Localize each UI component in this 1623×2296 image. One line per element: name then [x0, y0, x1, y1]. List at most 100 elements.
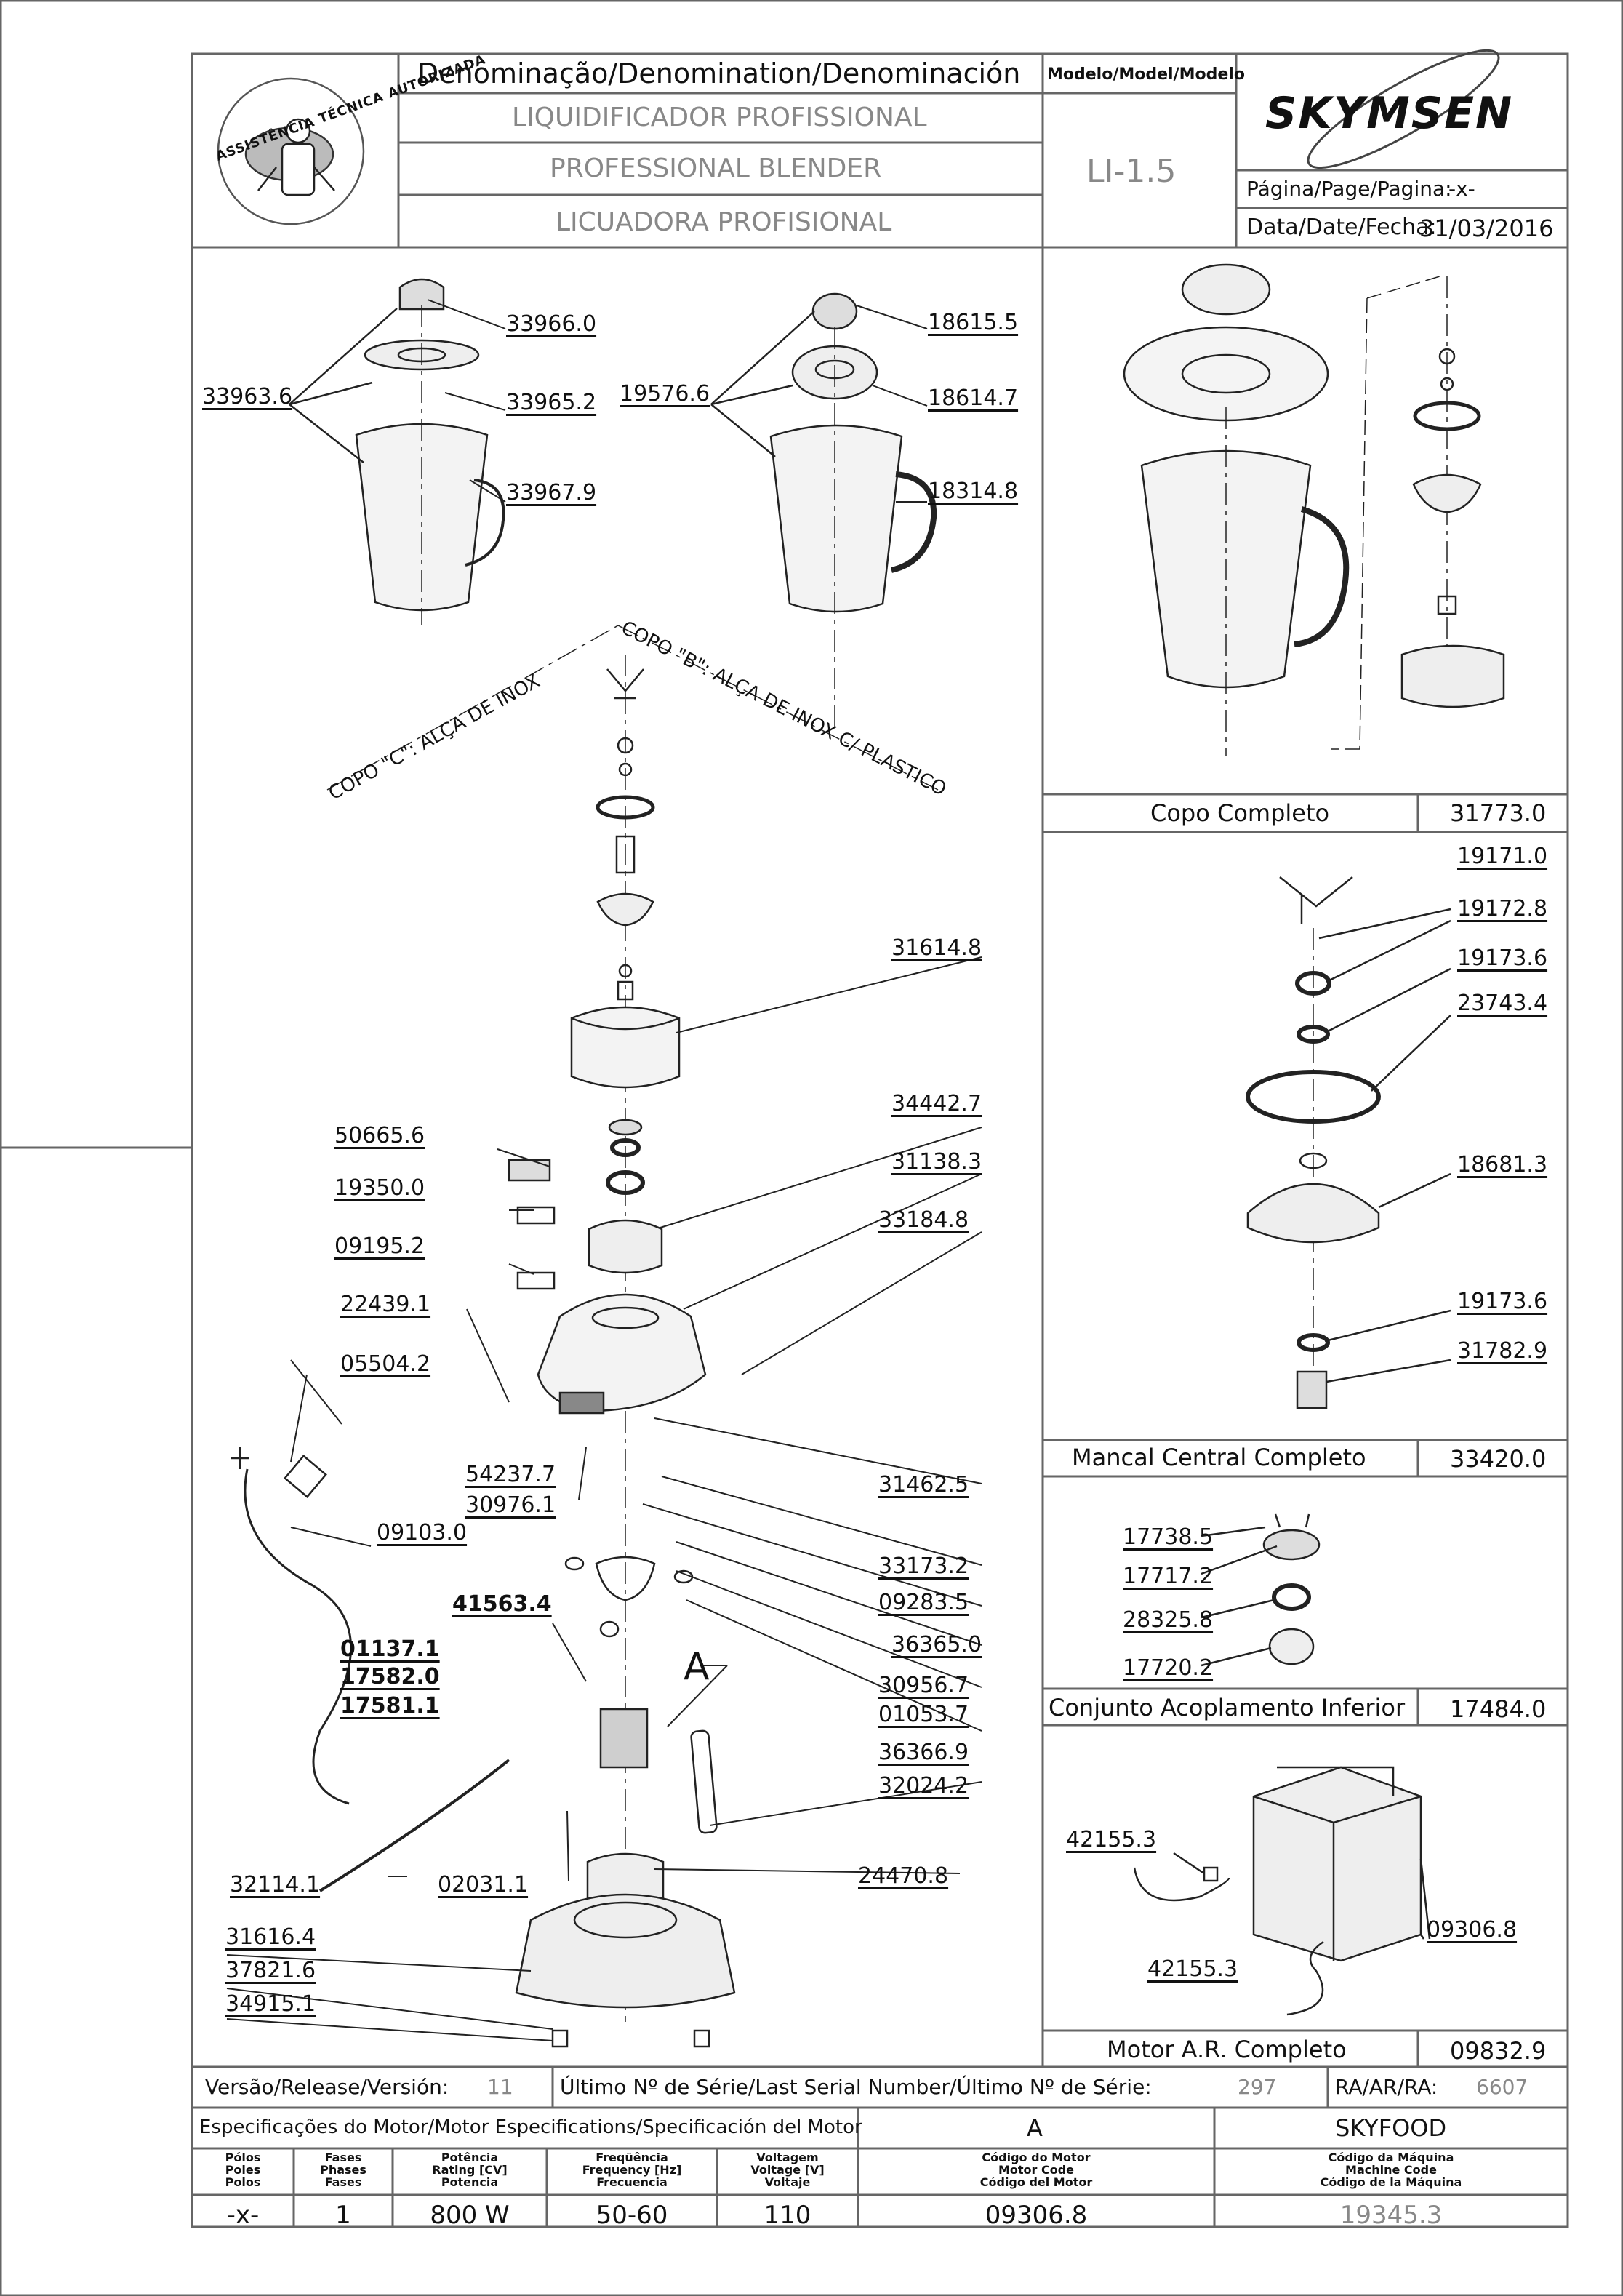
spec-value-voltage: 110	[764, 2201, 812, 2230]
spec-col-motor-code: Código do Motor Motor Code Código del Mo…	[858, 2151, 1214, 2188]
cup-complete-drawing	[1123, 263, 1505, 756]
page-label: Página/Page/Pagina:	[1246, 177, 1452, 201]
spec-col-rating: Potência Rating [CV] Potencia	[393, 2151, 547, 2188]
part-label: 31138.3	[891, 1149, 982, 1175]
cup-complete-name: Copo Completo	[1150, 799, 1330, 827]
part-label: 17717.2	[1123, 1564, 1214, 1589]
part-label: 31616.4	[225, 1924, 316, 1950]
spec-header: Fases	[324, 2151, 362, 2164]
serial-value: 297	[1238, 2075, 1277, 2099]
spec-col-voltage: Voltagem Voltage [V] Voltaje	[717, 2151, 858, 2188]
product-name-en: PROFESSIONAL BLENDER	[550, 153, 882, 183]
bearing-name: Mancal Central Completo	[1072, 1444, 1366, 1471]
part-label: 19350.0	[334, 1175, 425, 1201]
model-value: LI-1.5	[1086, 153, 1177, 190]
coupling-code: 17484.0	[1450, 1695, 1547, 1723]
part-label: 31782.9	[1457, 1338, 1548, 1364]
part-label: 18314.8	[928, 479, 1019, 504]
spec-value-motor-code: 09306.8	[985, 2201, 1088, 2230]
serial-label: Último Nº de Série/Last Serial Number/Úl…	[560, 2075, 1152, 2099]
part-label: 19173.6	[1457, 1289, 1548, 1314]
spec-header: Freqüência	[596, 2151, 668, 2164]
spec-header: Código de la Máquina	[1320, 2175, 1462, 2189]
page-value: -x-	[1448, 177, 1475, 201]
spec-header: Código del Motor	[979, 2175, 1093, 2189]
part-label: 09306.8	[1427, 1917, 1518, 1943]
part-label: 19576.6	[620, 381, 710, 407]
coupling-drawing	[1201, 1513, 1321, 1667]
date-label: Data/Date/Fecha:	[1246, 215, 1437, 240]
part-label: 01137.1	[340, 1636, 440, 1662]
spec-value-phases: 1	[335, 2201, 351, 2230]
part-label: 01053.7	[878, 1702, 969, 1727]
part-label: 34915.1	[225, 1991, 316, 2017]
part-label: 30976.1	[465, 1492, 556, 1518]
product-name-pt: LIQUIDIFICADOR PROFISSIONAL	[512, 103, 927, 132]
part-label: 33966.0	[506, 311, 597, 337]
part-label: 19172.8	[1457, 896, 1548, 921]
motor-name: Motor A.R. Completo	[1107, 2036, 1347, 2063]
part-label: 22439.1	[340, 1292, 431, 1317]
detail-a-marker: A	[684, 1645, 710, 1689]
spec-header: Potência	[441, 2151, 499, 2164]
spec-header: Phases	[320, 2163, 366, 2177]
part-label: 36365.0	[891, 1632, 982, 1657]
part-label: 34442.7	[891, 1091, 982, 1116]
brand-swoosh	[1307, 49, 1500, 169]
motor-drawing	[1133, 1766, 1431, 2016]
product-name-es: LICUADORA PROFISIONAL	[556, 207, 892, 237]
part-label: 33967.9	[506, 480, 597, 505]
bearing-code: 33420.0	[1450, 1445, 1547, 1473]
part-label: 31462.5	[878, 1472, 969, 1497]
spec-header: Frequency [Hz]	[582, 2163, 682, 2177]
part-label: 09103.0	[377, 1520, 468, 1545]
part-label: 42155.3	[1147, 1956, 1238, 1982]
part-label: 54237.7	[465, 1462, 556, 1487]
part-label: 33184.8	[878, 1207, 969, 1233]
cup-b-drawing	[710, 292, 937, 727]
spec-header: Poles	[225, 2163, 261, 2177]
spec-col-poles: Pólos Poles Polos	[192, 2151, 294, 2188]
machine-name: SKYFOOD	[1335, 2114, 1447, 2142]
cup-c-drawing	[289, 278, 505, 625]
part-label: 37821.6	[225, 1958, 316, 1983]
coupling-name: Conjunto Acoplamento Inferior	[1049, 1694, 1406, 1721]
version-label: Versão/Release/Versión:	[205, 2075, 449, 2099]
part-label: 19173.6	[1457, 945, 1548, 971]
ra-label: RA/AR/RA:	[1335, 2075, 1438, 2099]
spec-header: Machine Code	[1345, 2163, 1437, 2177]
part-label: 19171.0	[1457, 844, 1548, 869]
spec-col-frequency: Freqüência Frequency [Hz] Frecuencia	[547, 2151, 717, 2188]
spec-value-frequency: 50-60	[596, 2201, 668, 2230]
part-label: 31614.8	[891, 935, 982, 961]
model-title: Modelo/Model/Modelo	[1047, 65, 1245, 84]
part-label: 30956.7	[878, 1673, 969, 1698]
spec-header: Voltagem	[756, 2151, 819, 2164]
spec-header: Voltage [V]	[750, 2163, 825, 2177]
denomination-title: Denominação/Denomination/Denominación	[417, 57, 1021, 89]
spec-header: Potencia	[441, 2175, 499, 2189]
part-label: 17582.0	[340, 1664, 440, 1689]
ra-value: 6607	[1476, 2075, 1528, 2099]
part-label: 17581.1	[340, 1693, 440, 1719]
part-label: 09283.5	[878, 1590, 969, 1615]
part-label: 09195.2	[334, 1233, 425, 1259]
part-label: 18614.7	[928, 385, 1019, 411]
date-value: 31/03/2016	[1419, 215, 1554, 242]
part-label: 36366.9	[878, 1740, 969, 1765]
spec-col-phases: Fases Phases Fases	[294, 2151, 393, 2188]
part-label: 28325.8	[1123, 1607, 1214, 1633]
part-label: 33963.6	[202, 384, 293, 409]
spec-value-machine-code: 19345.3	[1339, 2201, 1443, 2230]
part-label: 23743.4	[1457, 991, 1548, 1016]
part-label: 32024.2	[878, 1773, 969, 1799]
part-label: 05504.2	[340, 1351, 431, 1377]
seal-logo	[217, 77, 365, 225]
spec-header: Código da Máquina	[1328, 2151, 1454, 2164]
bearing-drawing	[1246, 876, 1451, 1409]
cup-complete-code: 31773.0	[1450, 799, 1547, 827]
version-value: 11	[487, 2075, 513, 2099]
central-stack-drawing	[231, 655, 736, 2048]
